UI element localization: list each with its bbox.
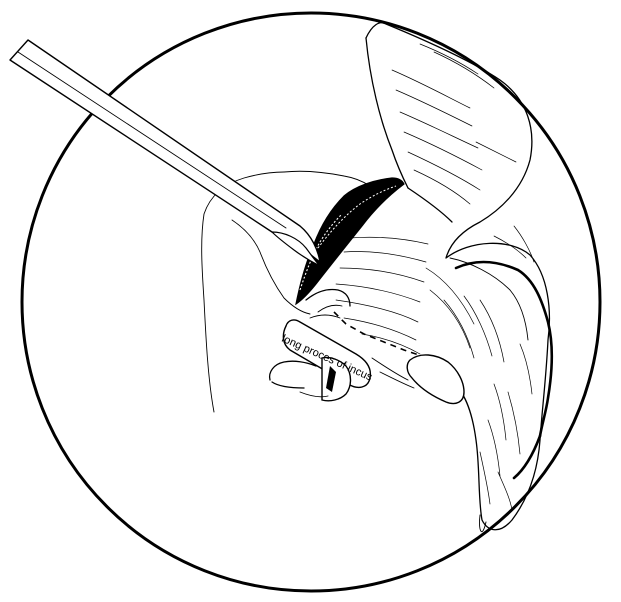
- otoscopic-view-illustration: long proces of incus: [0, 0, 621, 602]
